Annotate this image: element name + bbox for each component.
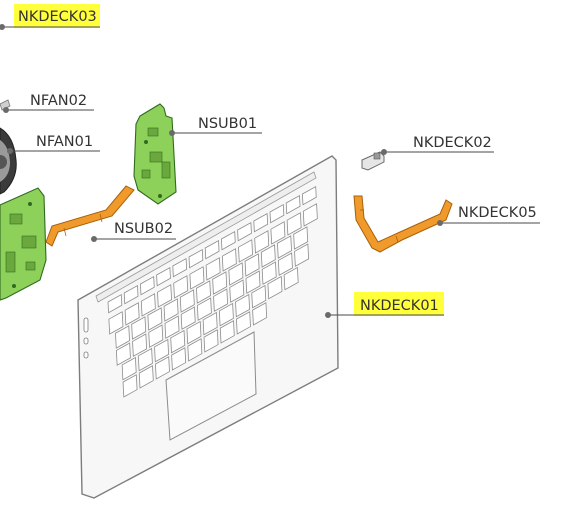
- keyboard-keys: [107, 185, 318, 398]
- keyboard-key: [283, 266, 299, 291]
- keyboard-key: [202, 311, 218, 336]
- highlight-nkdeck03: [14, 4, 100, 28]
- keyboard-key: [108, 311, 124, 335]
- keyboard-key: [124, 302, 140, 326]
- top-case-deck: [77, 155, 339, 499]
- keyboard-key: [285, 194, 301, 215]
- keyboard-key: [293, 226, 309, 250]
- keyboard-key: [139, 275, 155, 296]
- keyboard-key: [260, 244, 276, 268]
- keyboard-key: [115, 342, 131, 366]
- keyboard-key: [270, 221, 286, 245]
- keyboard-key: [163, 298, 179, 322]
- keyboard-key: [237, 221, 252, 242]
- keyboard-key: [253, 212, 269, 233]
- label-nkdeck02: NKDECK02: [413, 135, 492, 151]
- keyboard-key: [172, 257, 188, 278]
- keyboard-key: [123, 284, 139, 305]
- keyboard-key: [301, 185, 317, 206]
- keyboard-key: [148, 324, 164, 348]
- sub-flex-cable: [45, 185, 135, 247]
- keyboard-key: [156, 266, 171, 287]
- keyboard-key: [244, 253, 260, 277]
- keyboard-key: [115, 325, 130, 349]
- keyboard-key: [154, 338, 170, 363]
- keyboard-key: [204, 239, 220, 260]
- keyboard-key: [302, 203, 318, 227]
- keyboard-key: [251, 284, 267, 309]
- keyboard-key: [132, 333, 148, 357]
- callout-nkdeck03: NKDECK03: [0, 4, 100, 30]
- label-nkdeck05: NKDECK05: [458, 205, 537, 221]
- keyboard-key: [213, 288, 229, 312]
- keyboard-key: [236, 311, 251, 335]
- keyboard-key: [228, 262, 244, 286]
- keyboard-key: [277, 235, 292, 259]
- keyboard-key: [219, 320, 235, 344]
- keyboard-key: [171, 347, 187, 371]
- callout-nkdeck02: NKDECK02: [381, 135, 494, 155]
- keyboard-key: [286, 212, 302, 236]
- callout-nfan02: NFAN02: [3, 93, 94, 113]
- keyboard-key: [203, 329, 219, 353]
- keyboard-key: [269, 203, 285, 224]
- keyboard-key: [180, 306, 196, 330]
- label-nfan01: NFAN01: [36, 134, 93, 150]
- callout-nfan01: NFAN01: [7, 134, 100, 154]
- keyboard-key: [186, 320, 202, 345]
- label-nsub02: NSUB02: [114, 221, 173, 237]
- keyboard-key: [267, 275, 283, 300]
- keyboard-key: [157, 284, 172, 308]
- keyboard-key: [107, 293, 123, 314]
- label-nkdeck01: NKDECK01: [360, 298, 439, 314]
- keyboard-key: [131, 316, 147, 340]
- keyboard-key: [221, 248, 237, 272]
- keyboard-key: [188, 248, 204, 269]
- keyboard-key: [187, 338, 203, 362]
- keyboard-key: [147, 307, 163, 331]
- label-nfan02: NFAN02: [30, 93, 87, 109]
- keyboard-key: [245, 270, 261, 294]
- label-nkdeck03: NKDECK03: [18, 9, 97, 25]
- keyboard-key: [170, 329, 186, 354]
- keyboard-key: [189, 266, 205, 290]
- keyboard-key: [173, 275, 189, 299]
- label-nsub01: NSUB01: [198, 116, 257, 132]
- keyboard-key: [122, 374, 138, 398]
- keyboard-key: [252, 302, 268, 326]
- sub-board: [133, 103, 177, 205]
- keyboard-key: [229, 279, 245, 303]
- keyboard-key: [138, 365, 154, 389]
- keyboard-key: [121, 356, 137, 381]
- keyboard-key: [155, 356, 170, 380]
- main-board: [0, 187, 47, 301]
- keyboard-key: [137, 347, 153, 372]
- keyboard-key: [254, 230, 270, 254]
- keyboard-key: [140, 293, 156, 317]
- keyboard-key: [218, 302, 234, 327]
- keyboard-key: [277, 252, 293, 276]
- keyboard-key: [212, 271, 228, 295]
- keyboard-key: [196, 297, 212, 321]
- keyboard-key: [220, 230, 236, 251]
- keyboard-key: [205, 257, 221, 281]
- keyboard-key: [238, 239, 253, 263]
- deck-bracket: [361, 151, 385, 171]
- callout-nkdeck01: NKDECK01: [325, 292, 444, 318]
- keyboard-key: [261, 261, 277, 285]
- keyboard-key: [294, 243, 310, 267]
- keyboard-flex-cable: [353, 195, 453, 253]
- callout-nsub02: NSUB02: [91, 221, 176, 242]
- keyboard-key: [235, 293, 251, 318]
- callout-nsub01: NSUB01: [169, 116, 262, 136]
- keyboard-key: [179, 289, 195, 313]
- keyboard-key: [196, 280, 211, 304]
- fan-assembly: [0, 99, 17, 195]
- keyboard-key: [164, 315, 180, 339]
- highlight-nkdeck01: [354, 292, 444, 316]
- callout-nkdeck05: NKDECK05: [437, 205, 540, 226]
